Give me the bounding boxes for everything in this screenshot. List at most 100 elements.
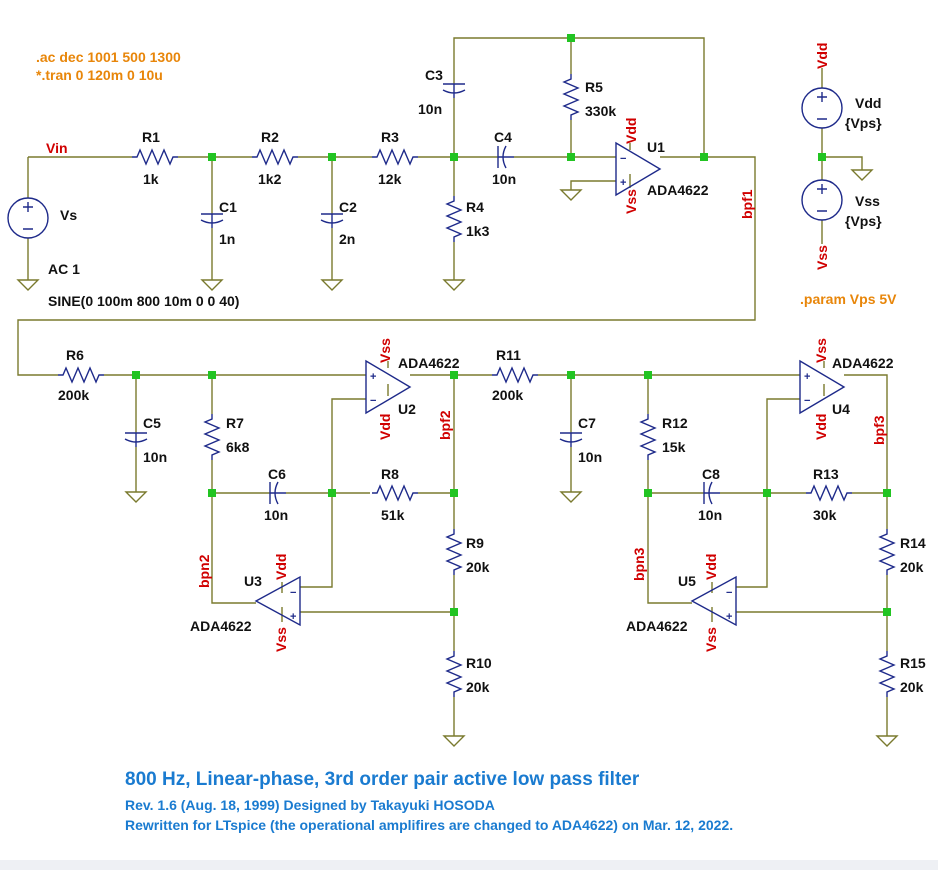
svg-text:+: + [370,371,376,383]
u1-symbol [615,141,662,197]
u2-model: ADA4622 [398,355,460,371]
r11-value: 200k [492,387,523,403]
u5-symbol [690,575,737,627]
net-label-u4-vss: Vss [813,338,829,363]
u2-ref: U2 [398,401,416,417]
c3-value: 10n [418,101,442,117]
c5-symbol [124,432,148,447]
c5-ref: C5 [143,415,161,431]
c1-symbol [200,213,224,228]
vss-source-symbol [801,179,843,221]
c5-value: 10n [143,449,167,465]
c4-ref: C4 [494,129,512,145]
junction-dots [132,34,891,616]
r7-symbol [203,414,221,460]
vdd-source-value: {Vps} [845,115,882,131]
c4-symbol [497,145,514,169]
r13-ref: R13 [813,466,839,482]
net-label-vss-source: Vss [814,245,830,270]
c8-ref: C8 [702,466,720,482]
u4-model: ADA4622 [832,355,894,371]
schematic-title: 800 Hz, Linear-phase, 3rd order pair act… [125,769,640,790]
vdd-source-symbol [801,87,843,129]
r11-symbol [492,366,538,384]
net-label-u5-vdd: Vdd [703,554,719,580]
r10-symbol [445,651,463,697]
svg-text:−: − [370,395,376,407]
net-label-u5-vss: Vss [703,627,719,652]
vdd-source-name: Vdd [855,95,881,111]
u2-symbol [365,359,412,415]
r1-ref: R1 [142,129,160,145]
net-label-bpf2: bpf2 [437,410,453,440]
r6-value: 200k [58,387,89,403]
net-label-vin: Vin [46,140,68,156]
r4-value: 1k3 [466,223,490,239]
net-label-u1-vss: Vss [623,189,639,214]
r9-ref: R9 [466,535,484,551]
svg-text:−: − [726,587,732,599]
r14-ref: R14 [900,535,926,551]
net-label-u4-vdd: Vdd [813,414,829,440]
u5-model: ADA4622 [626,618,688,634]
r11-ref: R11 [496,347,521,363]
vss-source-name: Vss [855,193,880,209]
r12-value: 15k [662,439,686,455]
r13-symbol [806,484,852,502]
r5-symbol [562,74,580,120]
c6-symbol [269,481,286,505]
ground-symbols [16,169,899,747]
u1-model: ADA4622 [647,182,709,198]
param-directive[interactable]: .param Vps 5V [800,291,897,307]
r12-ref: R12 [662,415,688,431]
r4-symbol [445,196,463,242]
net-label-u2-vdd: Vdd [377,414,393,440]
r7-value: 6k8 [226,439,250,455]
u5-ref: U5 [678,573,696,589]
tran-directive[interactable]: *.tran 0 120m 0 10u [36,67,163,83]
vs-name: Vs [60,207,77,223]
capacitor-symbols [124,83,720,505]
r2-ref: R2 [261,129,279,145]
r8-value: 51k [381,507,405,523]
svg-text:−: − [290,587,296,599]
net-label-u3-vss: Vss [273,627,289,652]
u3-model: ADA4622 [190,618,252,634]
c3-ref: C3 [425,67,443,83]
r9-value: 20k [466,559,490,575]
vs-symbol [7,197,49,239]
r15-value: 20k [900,679,924,695]
vs-sine: SINE(0 100m 800 10m 0 0 40) [48,293,239,309]
vss-source-value: {Vps} [845,213,882,229]
c7-ref: C7 [578,415,596,431]
r8-symbol [372,484,418,502]
net-label-u2-vss: Vss [377,338,393,363]
resistor-symbols [58,74,896,697]
ac-directive[interactable]: .ac dec 1001 500 1300 [36,49,181,65]
r3-value: 12k [378,171,402,187]
r15-ref: R15 [900,655,926,671]
r10-ref: R10 [466,655,492,671]
net-label-bpn3: bpn3 [631,547,647,581]
net-label-bpf1: bpf1 [739,189,755,219]
net-label-u3-vdd: Vdd [273,554,289,580]
u4-ref: U4 [832,401,850,417]
r5-value: 330k [585,103,616,119]
r1-symbol [132,148,178,166]
u3-symbol [254,575,301,627]
c2-symbol [320,213,344,228]
c1-value: 1n [219,231,235,247]
u3-ref: U3 [244,573,262,589]
r12-symbol [639,414,657,460]
c3-symbol [442,83,466,98]
r4-ref: R4 [466,199,484,215]
c6-ref: C6 [268,466,286,482]
r15-symbol [878,651,896,697]
u4-symbol [799,359,846,415]
c8-value: 10n [698,507,722,523]
svg-text:+: + [726,611,732,623]
r10-value: 20k [466,679,490,695]
r2-symbol [252,148,298,166]
svg-text:−: − [620,153,626,165]
